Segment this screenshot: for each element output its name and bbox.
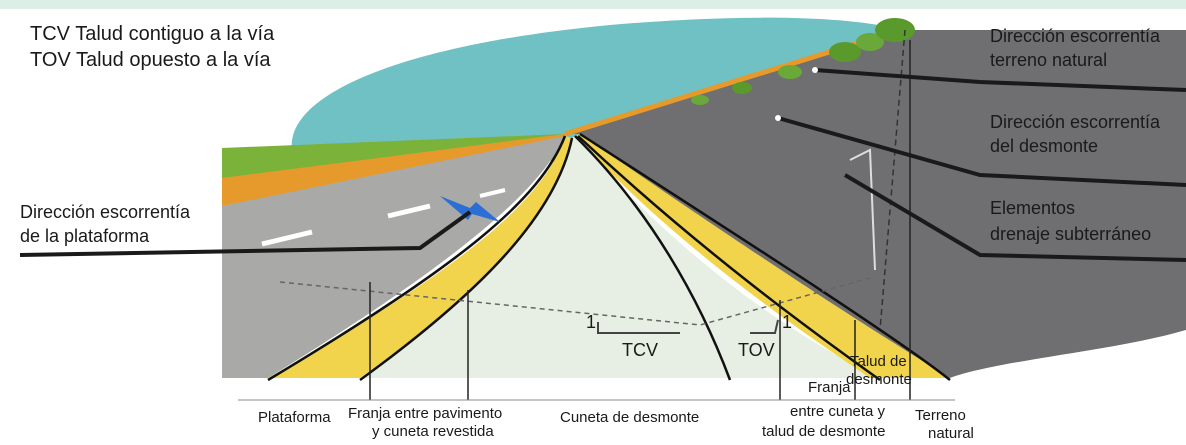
boundary-curves <box>267 132 951 382</box>
lane-mark <box>479 188 506 198</box>
leader-lines <box>19 68 1186 262</box>
top-band <box>0 0 1186 9</box>
shoulder-strip <box>222 134 565 206</box>
callout-plataforma-l1: Dirección escorrentía <box>20 202 191 222</box>
callout-plataforma-l2: de la plataforma <box>20 226 150 246</box>
tcv-ratio-marker <box>597 322 680 334</box>
white-area <box>950 330 1186 378</box>
label-cuneta: Cuneta de desmonte <box>560 409 699 426</box>
ditch-area <box>360 136 880 378</box>
label-terreno-l1: Terreno <box>915 407 966 424</box>
road-surface <box>222 136 565 378</box>
ratio-one-right: 1 <box>782 312 792 332</box>
callout-terreno-l2: terreno natural <box>990 50 1107 70</box>
drain-line <box>879 29 906 331</box>
callout-desmonte-l2: del desmonte <box>990 136 1098 156</box>
callout-drenaje-l2: drenaje subterráneo <box>990 224 1151 244</box>
label-franja-pav-l2: y cuneta revestida <box>372 423 494 440</box>
label-franja-l2: entre cuneta y <box>790 403 886 420</box>
label-franja-l3: talud de desmonte <box>762 423 885 440</box>
cut-slope <box>565 30 1186 378</box>
label-terreno-l2: natural <box>928 425 974 442</box>
pavement-strip-yellow <box>268 136 572 378</box>
label-ticks <box>369 40 911 400</box>
ratio-one-left: 1 <box>586 312 596 332</box>
label-talud-l1: Talud de <box>850 353 907 370</box>
lane-mark <box>387 203 431 219</box>
label-franja-l1: Franja <box>808 379 851 396</box>
callout-terreno-l1: Dirección escorrentía <box>990 26 1161 46</box>
dim-tov: TOV <box>738 340 775 360</box>
label-franja-pav-l1: Franja entre pavimento <box>348 405 502 422</box>
dim-tcv: TCV <box>622 340 658 360</box>
callout-drenaje-l1: Elementos <box>990 198 1075 218</box>
label-talud-l2: desmonte <box>846 371 912 388</box>
leader-dot <box>775 115 781 121</box>
tov-ratio-marker <box>750 319 779 334</box>
legend-tov: TOV Talud opuesto a la vía <box>30 49 271 71</box>
drain-element <box>849 148 876 271</box>
legend-tcv: TCV Talud contiguo a la vía <box>30 23 275 45</box>
platform-flow-arrow <box>440 196 500 222</box>
vegetation <box>691 18 915 105</box>
leader-dot <box>812 67 818 73</box>
callout-desmonte-l1: Dirección escorrentía <box>990 112 1161 132</box>
label-plataforma: Plataforma <box>258 409 331 426</box>
lane-mark <box>261 229 313 247</box>
